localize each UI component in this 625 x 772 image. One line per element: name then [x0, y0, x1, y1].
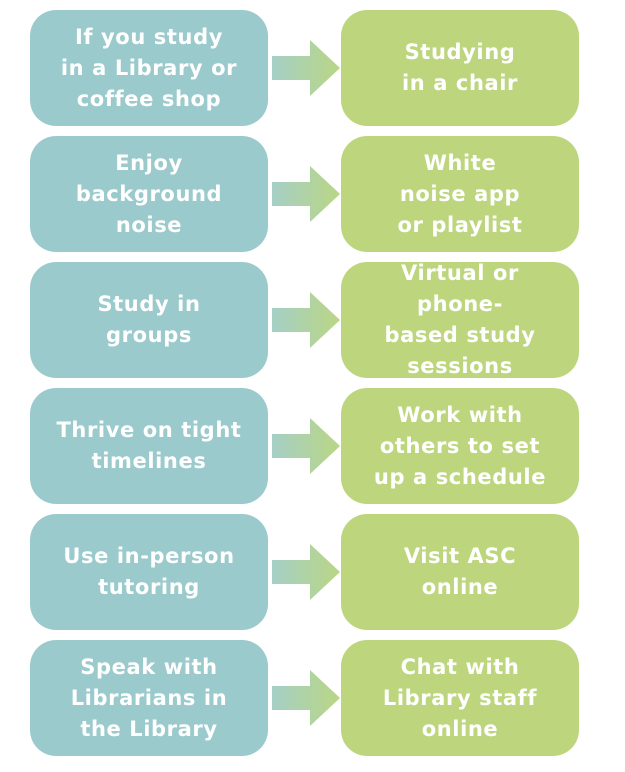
situation-box: Use in-person tutoring — [30, 514, 268, 630]
right-arrow-icon — [272, 670, 340, 726]
flow-row-5: Use in-person tutoring Visit ASC online — [0, 514, 625, 630]
right-arrow-icon — [272, 292, 340, 348]
right-arrow-icon — [272, 166, 340, 222]
situation-box: If you study in a Library or coffee shop — [30, 10, 268, 126]
flow-row-2: Enjoy background noise White noise app o… — [0, 136, 625, 252]
right-arrow-icon — [272, 418, 340, 474]
alternative-box: Studying in a chair — [341, 10, 579, 126]
alternative-box: Chat with Library staff online — [341, 640, 579, 756]
situation-box: Enjoy background noise — [30, 136, 268, 252]
alternative-box: Virtual or phone- based study sessions — [341, 261, 579, 378]
alternative-box: Work with others to set up a schedule — [341, 388, 579, 504]
situation-box: Thrive on tight timelines — [30, 388, 268, 504]
situation-box: Speak with Librarians in the Library — [30, 640, 268, 756]
flow-row-1: If you study in a Library or coffee shop… — [0, 10, 625, 126]
flow-row-3: Study in groups Virtual or phone- based … — [0, 261, 625, 378]
flow-row-4: Thrive on tight timelines Work with othe… — [0, 388, 625, 504]
right-arrow-icon — [272, 544, 340, 600]
alternative-box: Visit ASC online — [341, 514, 579, 630]
flow-row-6: Speak with Librarians in the Library Cha… — [0, 640, 625, 756]
situation-box: Study in groups — [30, 262, 268, 378]
right-arrow-icon — [272, 40, 340, 96]
alternative-box: White noise app or playlist — [341, 136, 579, 252]
